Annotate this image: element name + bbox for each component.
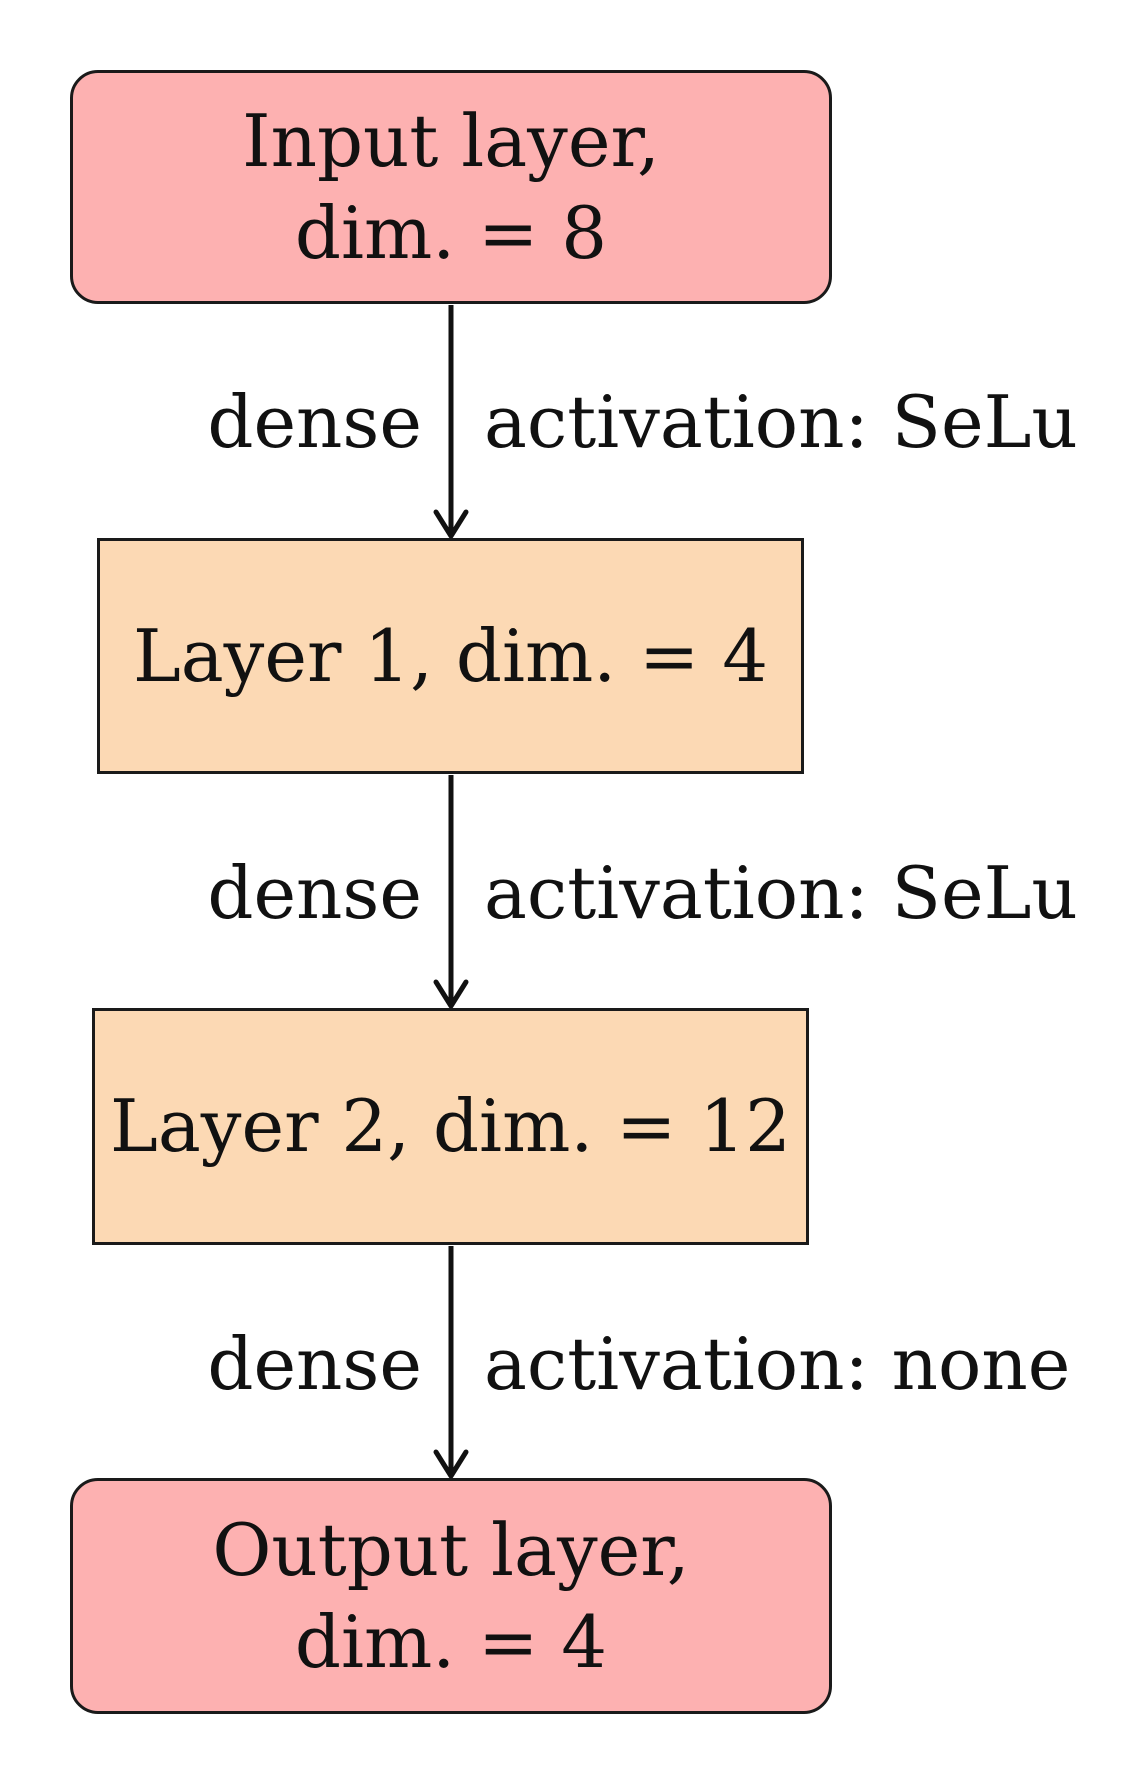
- edge-1-activation-label: activation: SeLu: [484, 380, 1078, 464]
- edge-3-type-label: dense: [207, 1322, 422, 1406]
- edge-2-type-label: dense: [207, 851, 422, 935]
- output-layer-node: Output layer, dim. = 4: [70, 1478, 832, 1714]
- edge-2-activation-label: activation: SeLu: [484, 851, 1078, 935]
- arrow-1: [433, 305, 469, 539]
- input-layer-node: Input layer, dim. = 8: [70, 70, 832, 304]
- output-layer-title: Output layer,: [212, 1507, 690, 1592]
- edge-1-type-label: dense: [207, 380, 422, 464]
- layer-1-label: Layer 1, dim. = 4: [132, 613, 769, 698]
- layer-1-node: Layer 1, dim. = 4: [97, 538, 804, 774]
- arrow-2: [433, 775, 469, 1009]
- edge-3-activation-label: activation: none: [484, 1322, 1071, 1406]
- layer-2-node: Layer 2, dim. = 12: [92, 1008, 809, 1245]
- input-layer-dim: dim. = 8: [294, 191, 608, 275]
- input-layer-title: Input layer,: [242, 98, 660, 183]
- arrow-3: [433, 1246, 469, 1479]
- layer-2-label: Layer 2, dim. = 12: [110, 1084, 791, 1169]
- output-layer-dim: dim. = 4: [294, 1600, 608, 1684]
